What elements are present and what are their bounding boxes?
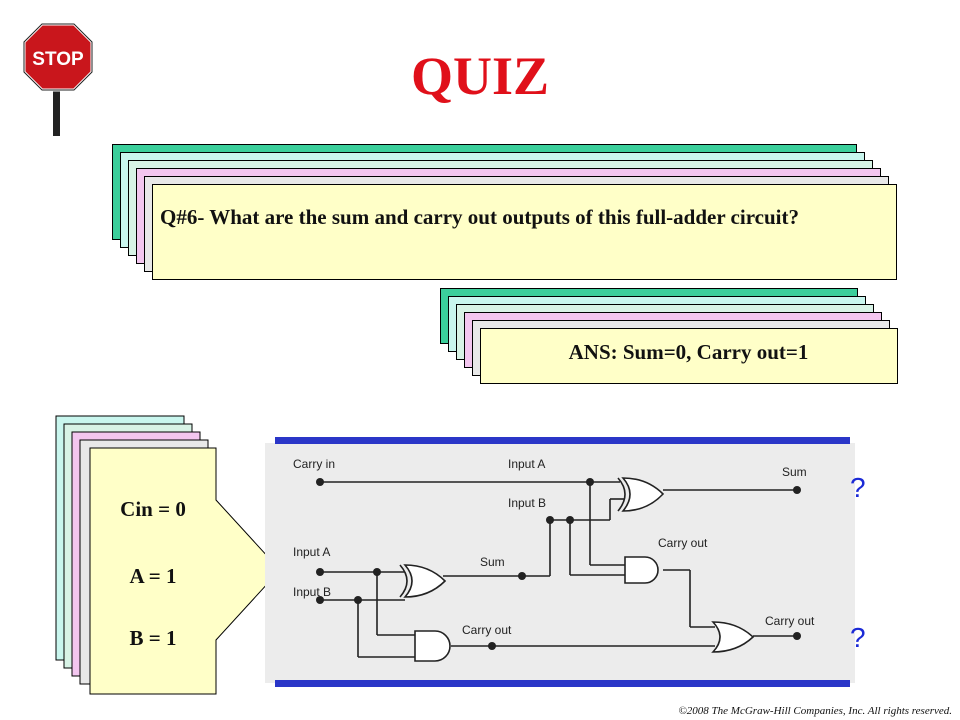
input-b: B = 1 xyxy=(129,626,177,650)
and-gate-upper xyxy=(624,556,659,584)
sum-question-mark: ? xyxy=(850,472,866,503)
and-gate-lower xyxy=(414,630,451,662)
full-adder-circuit: Carry in Input A Input B Sum Input A Inp… xyxy=(265,437,855,687)
label-carry-out-lower: Carry out xyxy=(462,623,512,637)
input-a: A = 1 xyxy=(129,564,177,588)
label-input-b-top: Input B xyxy=(508,496,546,510)
question-card xyxy=(152,184,897,280)
label-input-b-left: Input B xyxy=(293,585,331,599)
xor-gate-top xyxy=(621,477,665,512)
answer-text: ANS: Sum=0, Carry out=1 xyxy=(568,340,809,364)
carry-out-question-mark: ? xyxy=(850,622,866,653)
copyright-notice: ©2008 The McGraw-Hill Companies, Inc. Al… xyxy=(678,705,952,717)
input-arrow-stack xyxy=(55,415,281,695)
answer-card xyxy=(480,328,898,384)
stop-sign-text: STOP xyxy=(32,49,84,70)
label-input-a-top: Input A xyxy=(508,457,545,471)
label-input-a-left: Input A xyxy=(293,545,330,559)
label-carry-in: Carry in xyxy=(293,457,335,471)
xor-gate-left xyxy=(403,564,447,598)
label-sum-out: Sum xyxy=(782,465,807,479)
stop-sign-icon: STOP xyxy=(22,22,94,136)
input-cin: Cin = 0 xyxy=(120,497,186,521)
input-arrow xyxy=(89,447,281,695)
top-rail xyxy=(275,437,850,444)
slide-title: QUIZ xyxy=(410,46,550,106)
bottom-rail xyxy=(275,680,850,687)
label-sum-mid: Sum xyxy=(480,555,505,569)
or-gate-final xyxy=(711,621,755,653)
label-carry-out-final: Carry out xyxy=(765,614,815,628)
question-text: Q#6- What are the sum and carry out outp… xyxy=(160,205,799,229)
label-carry-out-upper: Carry out xyxy=(658,536,708,550)
